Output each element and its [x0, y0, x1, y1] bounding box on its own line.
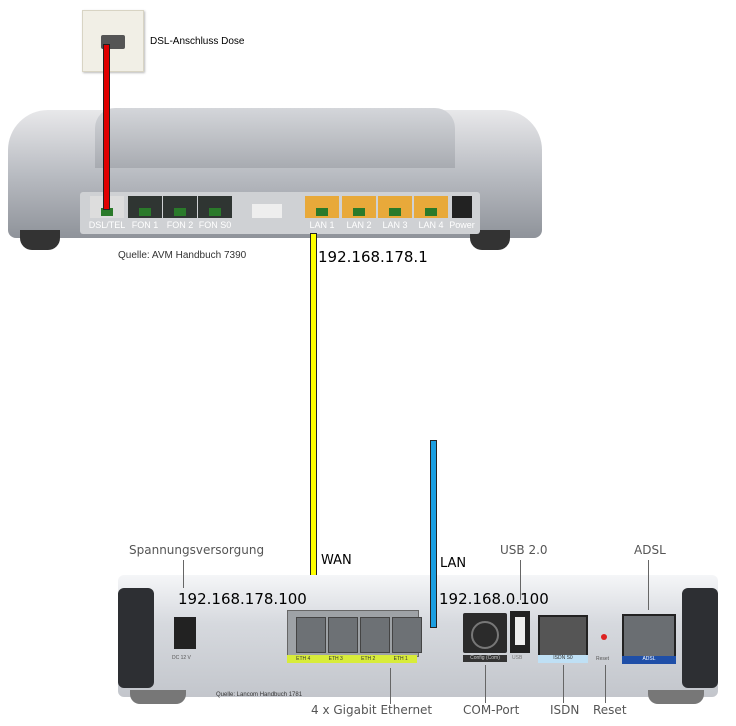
- adsl-annotation: ADSL: [634, 543, 666, 557]
- power-annotation: Spannungsversorgung: [129, 543, 265, 557]
- config-label: Config (Com): [463, 655, 507, 662]
- leader-line: [183, 560, 184, 588]
- port-lan2: [342, 196, 376, 218]
- lancom-side: [682, 588, 718, 688]
- fritzbox-foot: [470, 230, 510, 250]
- usb-annotation: USB 2.0: [500, 543, 548, 557]
- lan-cable: [430, 440, 437, 628]
- eth-label: ETH 1: [393, 656, 408, 662]
- leader-line: [390, 668, 391, 704]
- leader-line: [563, 665, 564, 703]
- fritzbox-source: Quelle: AVM Handbuch 7390: [118, 250, 247, 261]
- eth-label: ETH 2: [361, 656, 376, 662]
- port-label: LAN 3: [382, 220, 408, 230]
- fritzbox-ip: 192.168.178.1: [318, 248, 428, 266]
- lancom-foot: [130, 690, 186, 704]
- dsl-wall-socket: [82, 10, 144, 72]
- fritzbox-foot: [20, 230, 60, 250]
- lancom-source: Quelle: Lancom Handbuch 1781: [216, 692, 303, 698]
- wan-cable: [310, 233, 317, 628]
- eth-label-strip: ETH 4 ETH 3 ETH 2 ETH 1: [287, 655, 417, 663]
- port-lan3: [378, 196, 412, 218]
- port-usb: [252, 204, 282, 218]
- isdn-label: ISDN S0: [538, 655, 588, 663]
- reset-button[interactable]: [601, 634, 607, 640]
- dc-jack: [174, 617, 196, 649]
- leader-line: [605, 665, 606, 703]
- reset-annotation: Reset: [593, 703, 627, 717]
- com-port: [463, 613, 507, 653]
- port-lan4: [414, 196, 448, 218]
- wall-socket-label: DSL-Anschluss Dose: [150, 36, 245, 47]
- dsl-cable: [103, 44, 110, 210]
- usb-label: USB: [512, 655, 523, 661]
- lancom-side: [118, 588, 154, 688]
- eth2-port: [360, 617, 390, 653]
- port-label: FON S0: [198, 220, 232, 230]
- leader-line: [485, 665, 486, 703]
- lancom-wan-ip: 192.168.178.100: [178, 590, 307, 608]
- port-power: [452, 196, 472, 218]
- isdn-annotation: ISDN: [550, 703, 580, 717]
- eth4-port: [296, 617, 326, 653]
- port-label: LAN 2: [346, 220, 372, 230]
- reset-label: Reset: [596, 656, 610, 662]
- eth1-port: [392, 617, 422, 653]
- lan-label: LAN: [440, 556, 467, 571]
- port-label: LAN 1: [309, 220, 335, 230]
- usb-port: [510, 611, 530, 653]
- port-label: FON 1: [131, 220, 159, 230]
- lancom-foot: [648, 690, 704, 704]
- ethernet-ports: [287, 610, 422, 657]
- port-label: FON 2: [166, 220, 194, 230]
- port-fon1: [128, 196, 162, 218]
- leader-line: [648, 560, 649, 610]
- eth-label: ETH 4: [296, 656, 311, 662]
- port-label: DSL/TEL: [88, 220, 126, 230]
- adsl-panel-label: ADSL: [622, 656, 676, 664]
- adsl-port: [622, 614, 676, 658]
- wan-label: WAN: [321, 553, 352, 568]
- eth-label: ETH 3: [328, 656, 343, 662]
- dc-label: DC 12 V: [172, 655, 191, 661]
- fritzbox-top: [95, 108, 455, 168]
- port-lan1: [305, 196, 339, 218]
- isdn-port: [538, 615, 588, 657]
- port-label: LAN 4: [418, 220, 444, 230]
- port-label: Power: [449, 220, 475, 230]
- port-fon2: [163, 196, 197, 218]
- lancom-lan-ip: 192.168.0.100: [439, 590, 549, 608]
- leader-line: [520, 560, 521, 600]
- eth3-port: [328, 617, 358, 653]
- ethernet-annotation: 4 x Gigabit Ethernet: [311, 703, 433, 717]
- port-fon3: [198, 196, 232, 218]
- com-annotation: COM-Port: [463, 703, 520, 717]
